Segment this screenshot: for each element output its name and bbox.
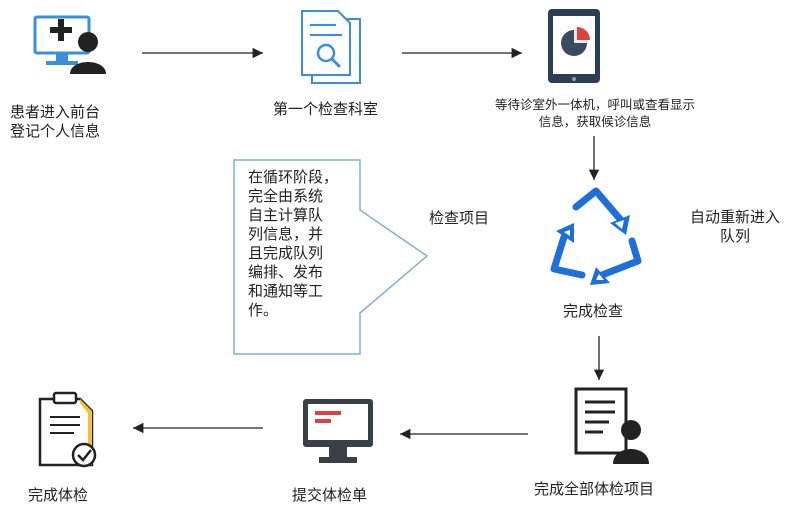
step-all-done: 完成全部体检项目 <box>534 480 655 498</box>
step-finish: 完成体检 <box>28 486 89 504</box>
callout-line: 且完成队列 <box>248 244 324 262</box>
tablet-chart-icon <box>548 9 600 83</box>
label-done-check: 完成检查 <box>563 302 624 320</box>
callout-line: 作。 <box>248 301 279 319</box>
monitor-icon <box>303 399 373 463</box>
callout-line: 自主计算队 <box>248 206 324 224</box>
callout-line: 编排、发布 <box>248 263 324 281</box>
callout-line: 和通知等工 <box>248 282 324 300</box>
user-plus-icon <box>33 15 106 74</box>
recycle-icon <box>550 187 642 285</box>
step-register: 患者进入前台 登记个人信息 <box>10 103 100 141</box>
callout-line: 列信息，并 <box>248 225 324 243</box>
callout-arrow-shape <box>233 159 429 355</box>
label-requeue-line1: 自动重新进入 <box>689 208 780 226</box>
label-requeue: 自动重新进入 队列 <box>675 208 795 246</box>
step-waiting-line1: 等待诊室外一体机，呼叫或查看显示 <box>494 97 695 112</box>
clipboard-check-icon <box>38 391 97 468</box>
label-exam-item: 检查项目 <box>429 209 490 227</box>
document-search-icon <box>301 10 361 84</box>
label-requeue-line2: 队列 <box>719 227 750 245</box>
step-first-exam: 第一个检查科室 <box>273 100 379 118</box>
callout-text: 在循环阶段， 完全由系统 自主计算队 列信息，并 且完成队列 编排、发布 和通知… <box>248 168 358 320</box>
user-document-icon <box>574 387 649 464</box>
callout-line: 完全由系统 <box>248 187 324 205</box>
step-waiting-line2: 信息，获取候诊信息 <box>538 114 652 129</box>
callout-line: 在循环阶段， <box>248 168 339 186</box>
step-waiting: 等待诊室外一体机，呼叫或查看显示 信息，获取候诊信息 <box>472 96 718 130</box>
step-register-line2: 登记个人信息 <box>10 122 101 140</box>
step-submit: 提交体检单 <box>292 486 368 504</box>
step-register-line1: 患者进入前台 <box>10 103 101 121</box>
